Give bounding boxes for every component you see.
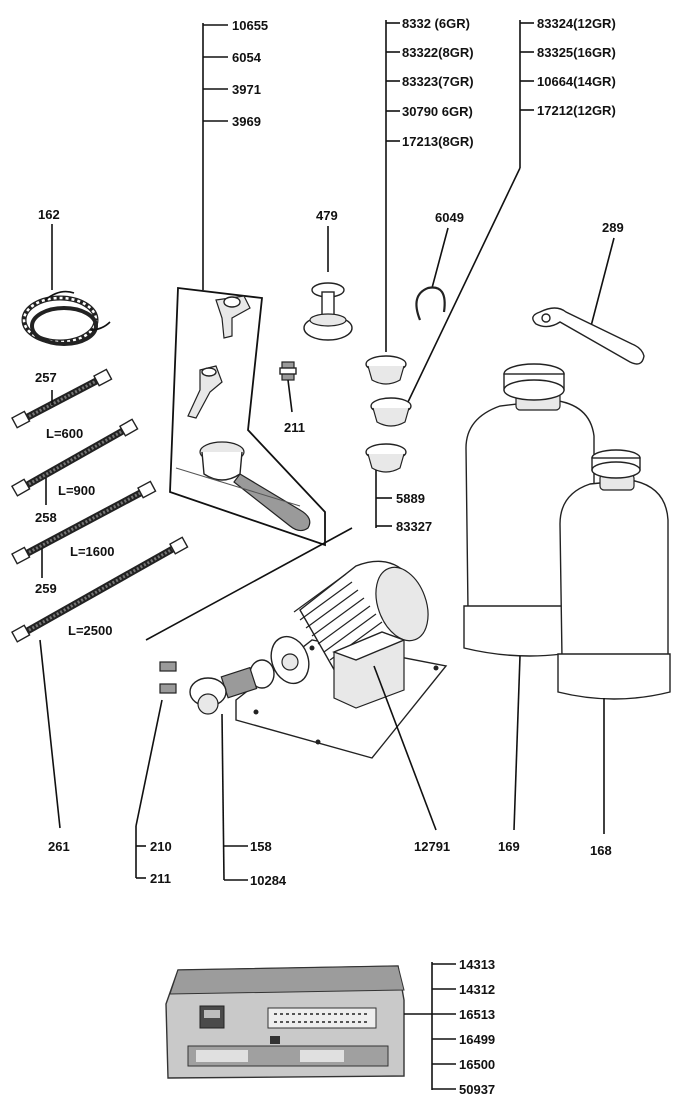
hose-259: L=1600 259 — [11, 480, 157, 596]
nipple-211: 211 — [279, 361, 305, 435]
part-number-label: 3969 — [232, 114, 261, 129]
hose-length-label: L=1600 — [70, 544, 114, 559]
part-number-label: 479 — [316, 208, 338, 223]
hose-261: L=2500 261 — [11, 536, 189, 854]
filter-callout-right: 83324(12GR) 83325(16GR) 10664(14GR) 1721… — [407, 16, 616, 403]
part-number-label: 16500 — [459, 1057, 495, 1072]
filter-callout-left: 8332 (6GR) 83322(8GR) 83323(7GR) 30790 6… — [385, 16, 474, 352]
hose-258: L=900 258 — [10, 418, 139, 525]
part-number-label: 6049 — [435, 210, 464, 225]
part-number-label: 168 — [590, 843, 612, 858]
part-number-label: 211 — [150, 871, 171, 886]
part-number-label: 261 — [48, 839, 70, 854]
tamper-479: 479 — [303, 208, 353, 341]
part-number-label: 8332 (6GR) — [402, 16, 470, 31]
hose-length-label: L=600 — [46, 426, 83, 441]
part-number-label: 17213(8GR) — [402, 134, 474, 149]
part-number-label: 14312 — [459, 982, 495, 997]
part-number-label: 10655 — [232, 18, 268, 33]
part-number-label: 83327 — [396, 519, 432, 534]
hose-257: 257 L=600 — [11, 368, 113, 441]
water-softener-168: 168 — [557, 449, 671, 858]
part-number-label: 259 — [35, 581, 57, 596]
part-number-label: 162 — [38, 207, 60, 222]
pump-motor-assembly: 210 211 158 10284 12791 — [135, 560, 450, 888]
part-number-label: 83324(12GR) — [537, 16, 616, 31]
part-number-label: 169 — [498, 839, 520, 854]
spanner-289: 289 — [532, 220, 645, 365]
part-number-label: 158 — [250, 839, 272, 854]
part-number-label: 3971 — [232, 82, 261, 97]
part-number-label: 210 — [150, 839, 172, 854]
part-number-label: 14313 — [459, 957, 495, 972]
filter-baskets: 5889 83327 — [365, 355, 432, 534]
spring-coil-part: 162 — [21, 207, 111, 346]
section-divider — [145, 527, 353, 641]
part-number-label: 12791 — [414, 839, 450, 854]
part-number-label: 10664(14GR) — [537, 74, 616, 89]
part-number-label: 30790 6GR) — [402, 104, 473, 119]
part-number-label: 289 — [602, 220, 624, 235]
part-number-label: 6054 — [232, 50, 262, 65]
control-box-callout: 14313 14312 16513 16499 16500 50937 — [431, 957, 495, 1097]
part-number-label: 83325(16GR) — [537, 45, 616, 60]
part-number-label: 257 — [35, 370, 57, 385]
clip-6049: 6049 — [415, 210, 464, 321]
control-box — [165, 965, 432, 1079]
part-number-label: 5889 — [396, 491, 425, 506]
part-number-label: 17212(12GR) — [537, 103, 616, 118]
part-number-label: 10284 — [250, 873, 287, 888]
portafilter-assembly-panel — [169, 286, 326, 547]
portafilter-callout: 10655 6054 3971 3969 — [202, 18, 268, 290]
part-number-label: 211 — [284, 420, 305, 435]
part-number-label: 50937 — [459, 1082, 495, 1097]
part-number-label: 83323(7GR) — [402, 74, 474, 89]
part-number-label: 258 — [35, 510, 57, 525]
hose-length-label: L=900 — [58, 483, 95, 498]
part-number-label: 16499 — [459, 1032, 495, 1047]
part-number-label: 83322(8GR) — [402, 45, 474, 60]
hose-length-label: L=2500 — [68, 623, 112, 638]
part-number-label: 16513 — [459, 1007, 495, 1022]
